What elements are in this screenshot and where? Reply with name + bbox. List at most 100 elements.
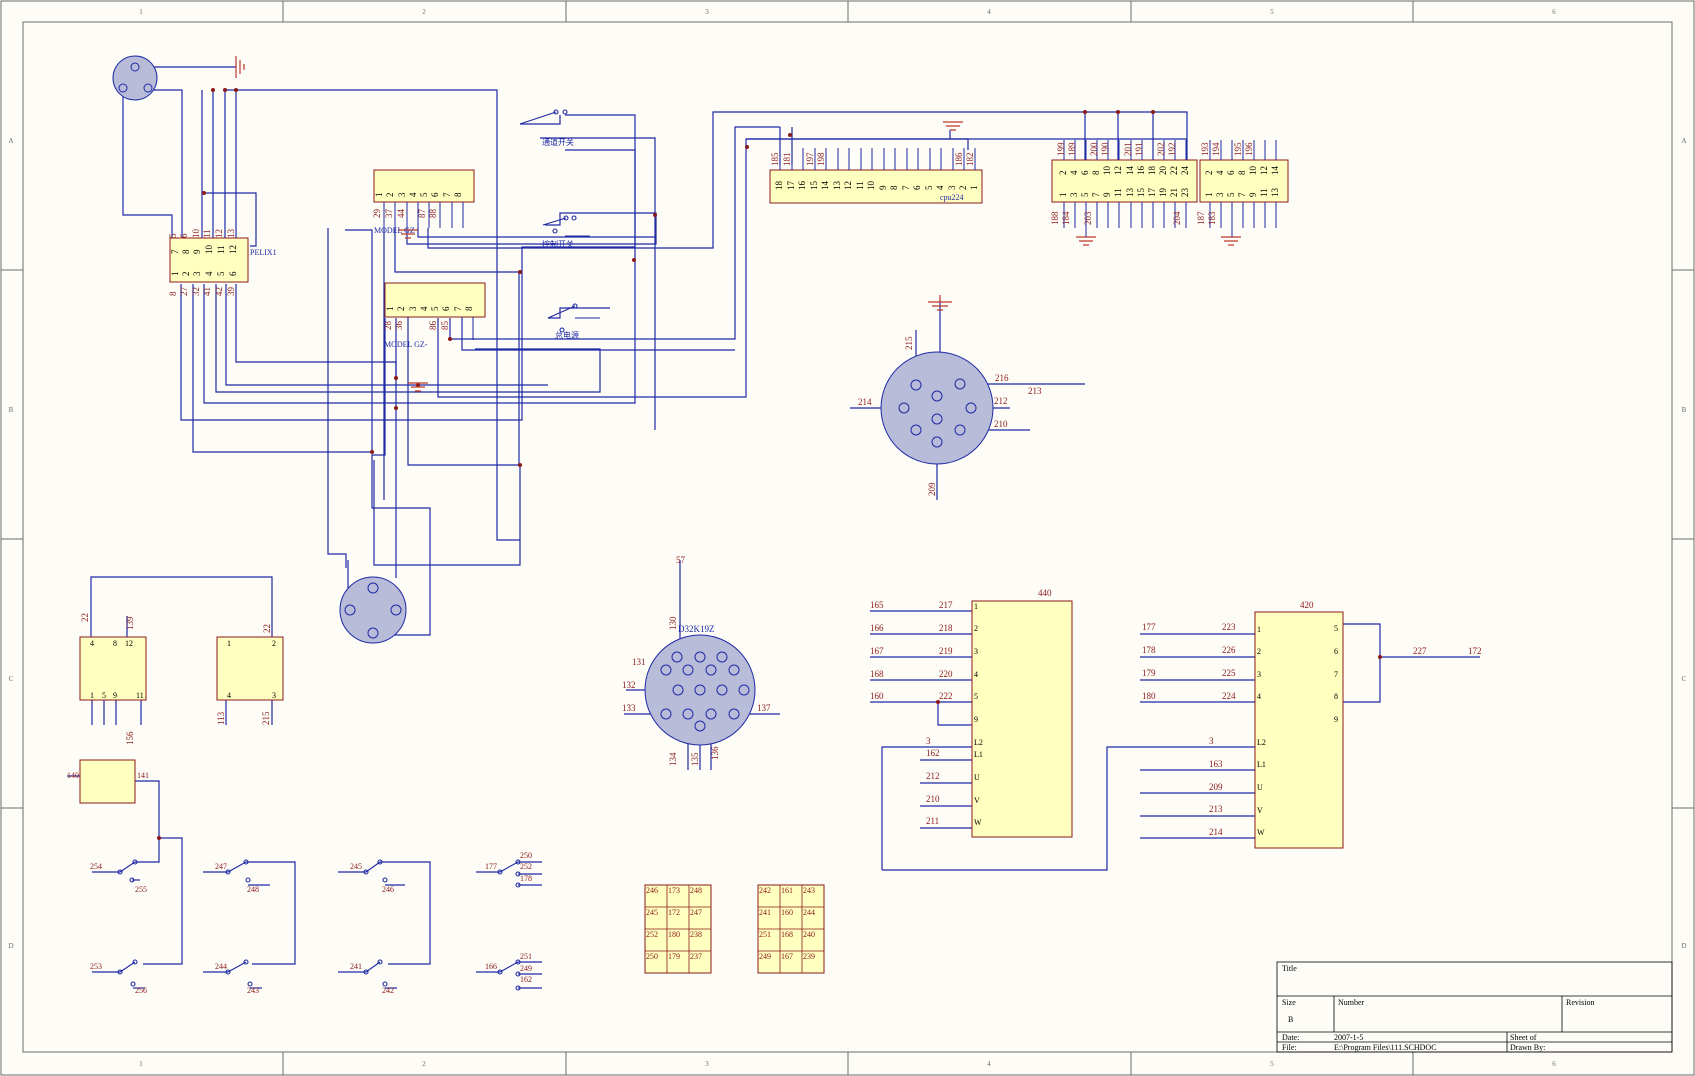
svg-text:15: 15 bbox=[1136, 188, 1146, 198]
svg-text:1: 1 bbox=[227, 639, 231, 648]
svg-text:7: 7 bbox=[1091, 192, 1101, 197]
svg-text:7: 7 bbox=[1334, 670, 1338, 679]
svg-text:212: 212 bbox=[994, 396, 1008, 406]
svg-text:12: 12 bbox=[214, 229, 224, 238]
frame-col-label: 4 bbox=[987, 8, 991, 16]
svg-text:227: 227 bbox=[1413, 646, 1427, 656]
svg-text:20: 20 bbox=[1158, 166, 1168, 176]
cn-label-channel-switch: 通道开关 bbox=[542, 137, 574, 147]
svg-text:250: 250 bbox=[646, 952, 658, 961]
svg-text:249: 249 bbox=[759, 952, 771, 961]
pelix-pins: 7 8 9 10 11 12 1 2 3 4 5 6 bbox=[170, 245, 238, 277]
svg-text:4: 4 bbox=[90, 639, 94, 648]
svg-text:3: 3 bbox=[408, 306, 418, 311]
ground-symbols bbox=[235, 56, 1241, 392]
svg-text:V: V bbox=[974, 796, 980, 805]
frame-col-label: 6 bbox=[1552, 1060, 1556, 1068]
title-block: Title Size B Number Revision Date: 2007-… bbox=[1276, 961, 1673, 1053]
frame-col-label: 3 bbox=[705, 8, 709, 16]
svg-text:247: 247 bbox=[215, 862, 227, 871]
svg-text:136: 136 bbox=[710, 746, 720, 760]
svg-text:184: 184 bbox=[1061, 211, 1071, 225]
svg-text:2: 2 bbox=[1257, 647, 1261, 656]
svg-text:215: 215 bbox=[904, 336, 914, 350]
svg-text:13: 13 bbox=[1270, 188, 1280, 198]
svg-text:254: 254 bbox=[90, 862, 102, 871]
svg-text:7: 7 bbox=[170, 249, 180, 254]
title-label: Title bbox=[1282, 964, 1297, 973]
svg-text:17: 17 bbox=[1147, 188, 1157, 198]
svg-text:113: 113 bbox=[216, 711, 226, 725]
frame-row-label: B bbox=[1682, 406, 1687, 414]
svg-text:6: 6 bbox=[430, 192, 440, 197]
svg-text:U: U bbox=[974, 773, 980, 782]
drive-420-name: 420 bbox=[1300, 600, 1314, 610]
svg-text:1: 1 bbox=[385, 307, 395, 312]
cn-label-main-power: 总电源 bbox=[555, 330, 579, 340]
svg-text:5: 5 bbox=[924, 185, 934, 190]
svg-text:11: 11 bbox=[216, 245, 226, 254]
svg-text:9: 9 bbox=[113, 691, 117, 700]
junction-dots bbox=[157, 88, 1382, 840]
svg-text:200: 200 bbox=[1089, 142, 1099, 156]
svg-text:167: 167 bbox=[870, 646, 884, 656]
svg-text:135: 135 bbox=[690, 752, 700, 766]
svg-text:2: 2 bbox=[974, 624, 978, 633]
frame-col-label: 1 bbox=[139, 1060, 143, 1068]
svg-text:32: 32 bbox=[191, 287, 201, 296]
svg-text:37: 37 bbox=[384, 209, 394, 219]
svg-text:11: 11 bbox=[202, 229, 212, 238]
svg-text:182: 182 bbox=[965, 153, 975, 167]
svg-text:3: 3 bbox=[1257, 670, 1261, 679]
svg-text:212: 212 bbox=[926, 771, 940, 781]
svg-text:8: 8 bbox=[113, 639, 117, 648]
svg-text:196: 196 bbox=[1244, 142, 1254, 156]
frame-col-label: 6 bbox=[1552, 8, 1556, 16]
svg-text:4: 4 bbox=[1215, 170, 1225, 175]
cpu224-name: cpu224 bbox=[940, 193, 964, 202]
round-connector-8pin: 215 216 213 214 212 210 209 bbox=[858, 336, 1042, 496]
model-gz-top: MODEL GZ 1 2 3 4 5 6 7 8 29 37 44 87 88 bbox=[372, 169, 475, 235]
svg-text:11: 11 bbox=[136, 691, 144, 700]
drive-440-block: 440 1 2 3 4 5 9 L2 L1 U V W 165 166 167 … bbox=[870, 588, 1073, 838]
svg-text:211: 211 bbox=[926, 816, 939, 826]
svg-text:V: V bbox=[1257, 806, 1263, 815]
svg-text:183: 183 bbox=[1207, 211, 1217, 225]
svg-text:42: 42 bbox=[214, 287, 224, 296]
svg-text:2: 2 bbox=[396, 307, 406, 312]
drive-420-block: 420 1 2 3 4 L2 L1 U V W 5 6 7 8 9 177 17… bbox=[1142, 600, 1482, 849]
svg-text:41: 41 bbox=[202, 287, 212, 296]
frame-col-label: 1 bbox=[139, 8, 143, 16]
svg-text:167: 167 bbox=[781, 952, 793, 961]
svg-text:252: 252 bbox=[520, 862, 532, 871]
svg-text:131: 131 bbox=[632, 657, 646, 667]
svg-text:L1: L1 bbox=[974, 750, 983, 759]
svg-text:245: 245 bbox=[350, 862, 362, 871]
svg-text:1: 1 bbox=[974, 602, 978, 611]
d32k19z-connector: D32K19Z 57 130 131 132 133 137 134 135 1… bbox=[622, 555, 771, 766]
switches-top bbox=[519, 109, 600, 333]
svg-text:2: 2 bbox=[1204, 171, 1214, 176]
drawn-by-label: Drawn By: bbox=[1510, 1043, 1545, 1052]
svg-text:13: 13 bbox=[832, 181, 842, 191]
svg-text:178: 178 bbox=[1142, 645, 1156, 655]
svg-text:9: 9 bbox=[1334, 715, 1338, 724]
svg-text:1: 1 bbox=[170, 272, 180, 277]
svg-text:11: 11 bbox=[855, 181, 865, 190]
svg-text:237: 237 bbox=[690, 952, 702, 961]
svg-text:86: 86 bbox=[428, 321, 438, 331]
pelix-net-labels: 5 6 10 11 12 13 8 27 32 41 42 39 bbox=[168, 229, 236, 297]
svg-text:185: 185 bbox=[770, 152, 780, 166]
svg-text:179: 179 bbox=[668, 952, 680, 961]
svg-text:6: 6 bbox=[179, 233, 189, 238]
svg-text:224: 224 bbox=[1222, 691, 1236, 701]
svg-text:44: 44 bbox=[396, 209, 406, 219]
sheet-label: Sheet of bbox=[1510, 1033, 1537, 1042]
svg-text:240: 240 bbox=[803, 930, 815, 939]
svg-text:U: U bbox=[1257, 783, 1263, 792]
svg-text:132: 132 bbox=[622, 680, 636, 690]
svg-text:13: 13 bbox=[1125, 188, 1135, 198]
svg-text:197: 197 bbox=[805, 152, 815, 166]
svg-text:19: 19 bbox=[1158, 188, 1168, 198]
svg-text:15: 15 bbox=[809, 181, 819, 191]
